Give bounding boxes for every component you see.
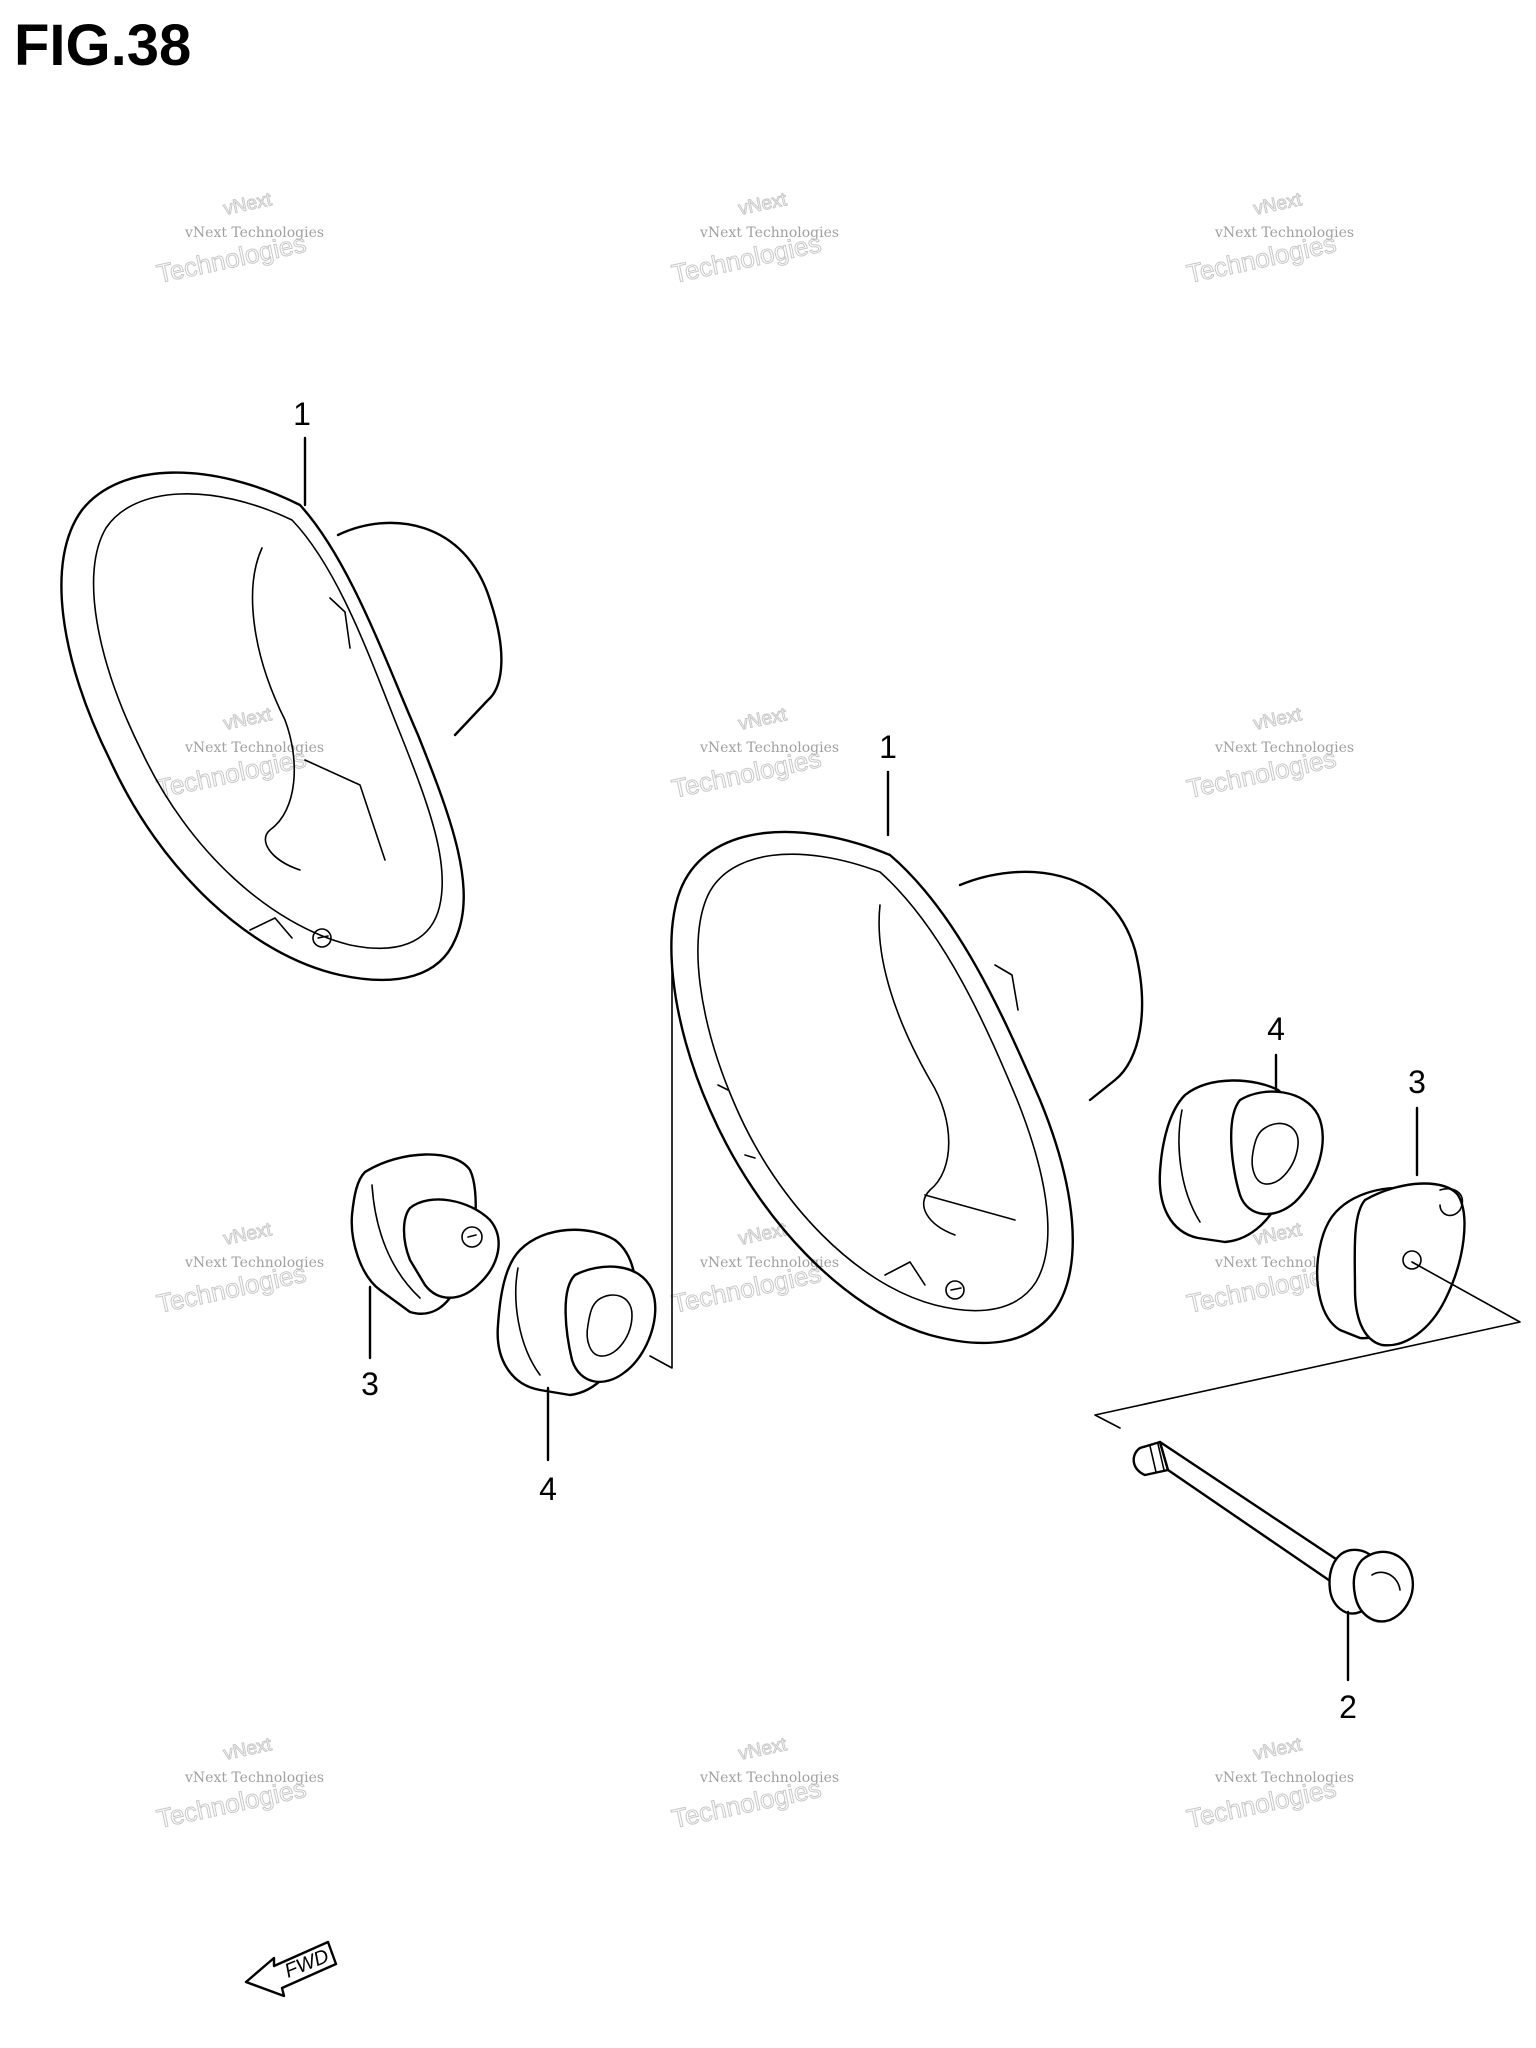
svg-text:vNext Technologies: vNext Technologies [184, 1255, 324, 1271]
svg-text:vNext: vNext [737, 1219, 790, 1250]
cushion-left [350, 1153, 500, 1315]
leader-line [649, 959, 673, 1369]
svg-text:vNext Technologies: vNext Technologies [184, 740, 324, 756]
headlight-housing-center [670, 830, 1144, 1345]
svg-text:vNext: vNext [1252, 189, 1305, 220]
svg-text:vNext Technologies: vNext Technologies [1214, 225, 1354, 241]
svg-text:vNext: vNext [222, 1734, 275, 1765]
svg-text:vNext: vNext [222, 1219, 275, 1250]
svg-text:vNext: vNext [1252, 704, 1305, 735]
watermark: vNext vNext Technologies Technologies [669, 704, 840, 805]
svg-text:vNext: vNext [737, 704, 790, 735]
assembly-line [1094, 1261, 1521, 1429]
cushion-right [1316, 1182, 1466, 1347]
watermark: vNext vNext Technologies Technologies [154, 189, 325, 290]
watermark: vNext vNext Technologies Technologies [1184, 189, 1355, 290]
fwd-arrow-icon: FWD [244, 1940, 338, 1998]
grommet-left [496, 1228, 657, 1397]
callout-3-right: 3 [1408, 1064, 1426, 1100]
svg-text:vNext: vNext [222, 189, 275, 220]
watermark: vNext vNext Technologies Technologies [669, 1219, 840, 1320]
figure-title: FIG.38 [14, 13, 192, 78]
svg-text:vNext Technologies: vNext Technologies [1214, 740, 1354, 756]
callout-3-left: 3 [361, 1366, 379, 1402]
watermark: vNext vNext Technologies Technologies [669, 189, 840, 290]
bolt [1132, 1440, 1414, 1623]
svg-text:vNext Technologies: vNext Technologies [699, 1255, 839, 1271]
callout-1-center: 1 [879, 729, 897, 765]
watermark: vNext vNext Technologies Technologies [154, 704, 325, 805]
svg-text:vNext Technologies: vNext Technologies [699, 1770, 839, 1786]
svg-text:vNext Technologies: vNext Technologies [1214, 1770, 1354, 1786]
svg-text:vNext: vNext [222, 704, 275, 735]
watermark: vNext vNext Technologies Technologies [1184, 1734, 1355, 1835]
svg-text:vNext: vNext [737, 1734, 790, 1765]
watermark-grid: vNext vNext Technologies Technologies vN… [154, 189, 1355, 1835]
callout-4-right: 4 [1267, 1011, 1285, 1047]
callout-1-left: 1 [293, 396, 311, 432]
watermark: vNext vNext Technologies Technologies [669, 1734, 840, 1835]
watermark: vNext vNext Technologies Technologies [154, 1219, 325, 1320]
svg-text:vNext Technologies: vNext Technologies [184, 225, 324, 241]
grommet-right [1158, 1079, 1324, 1244]
headlight-housing-left [60, 471, 503, 982]
callout-2: 2 [1339, 1689, 1357, 1725]
svg-text:vNext Technologies: vNext Technologies [184, 1770, 324, 1786]
svg-text:vNext Technologies: vNext Technologies [699, 740, 839, 756]
callout-4-left: 4 [539, 1471, 557, 1507]
svg-text:vNext: vNext [737, 189, 790, 220]
svg-text:vNext Technologies: vNext Technologies [699, 225, 839, 241]
watermark: vNext vNext Technologies Technologies [154, 1734, 325, 1835]
watermark: vNext vNext Technologies Technologies [1184, 704, 1355, 805]
svg-text:vNext: vNext [1252, 1734, 1305, 1765]
